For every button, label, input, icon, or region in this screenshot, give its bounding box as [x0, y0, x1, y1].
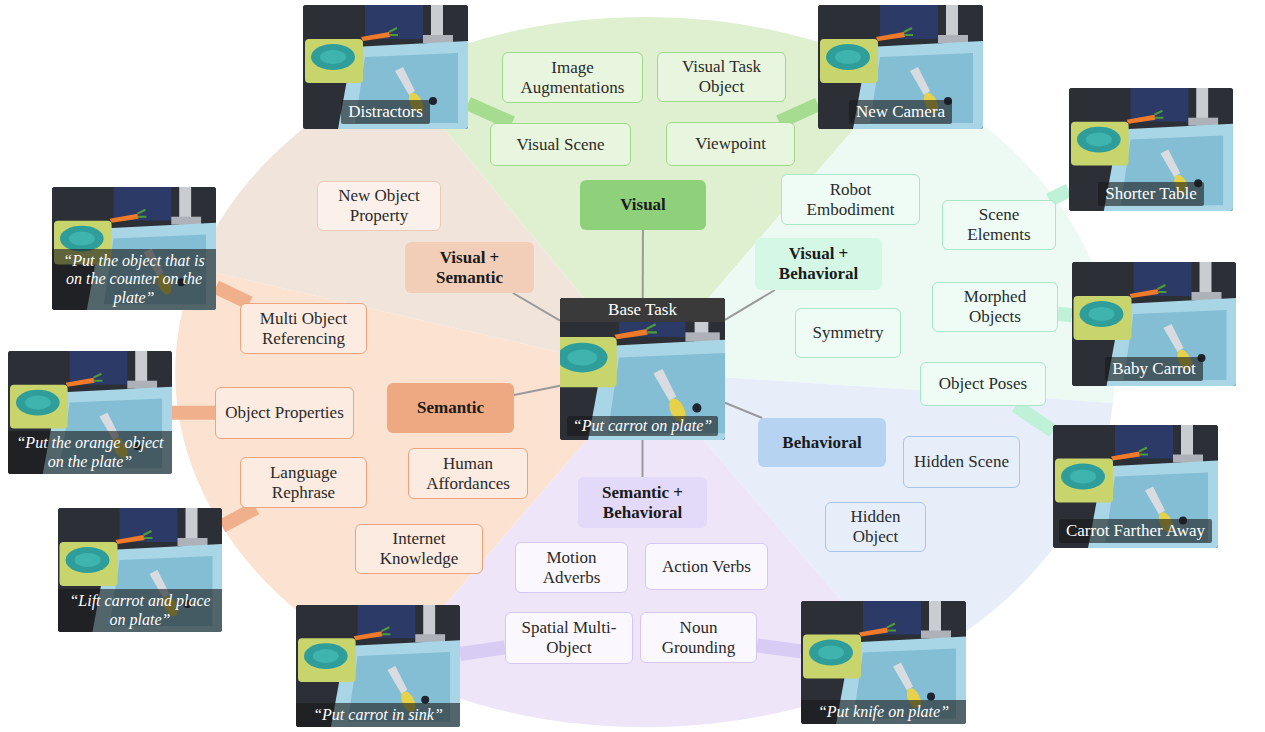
thumbnail-caption: “Lift carrot and place on plate” — [58, 589, 222, 632]
subcategory-label: Human Affordances — [417, 454, 519, 493]
example-link — [757, 645, 801, 651]
example-thumbnail: New Camera — [818, 5, 983, 129]
category-box: Visual + Behavioral — [755, 238, 882, 290]
example-thumbnail: Baby Carrot — [1072, 262, 1236, 386]
example-link — [1049, 190, 1069, 200]
subcategory-label: Symmetry — [813, 323, 884, 343]
subcategory-box: Noun Grounding — [640, 612, 757, 663]
thumbnail-caption: Carrot Farther Away — [1059, 519, 1212, 543]
thumbnail-caption: “Put knife on plate” — [801, 700, 966, 724]
subcategory-label: Hidden Scene — [914, 452, 1009, 472]
subcategory-label: Scene Elements — [951, 205, 1047, 244]
example-thumbnail: Distractors — [303, 5, 468, 129]
subcategory-label: Object Poses — [939, 374, 1027, 394]
category-label: Visual + Semantic — [413, 248, 526, 287]
thumbnail-caption: Baby Carrot — [1105, 357, 1203, 381]
category-label: Semantic + Behavioral — [586, 483, 699, 522]
panel-heading: Base Task — [560, 298, 725, 322]
example-thumbnail: “Put the orange object on the plate” — [8, 351, 172, 474]
subcategory-label: Image Augmentations — [511, 58, 634, 97]
subcategory-box: Visual Scene — [490, 123, 631, 166]
subcategory-box: Language Rephrase — [240, 457, 367, 508]
category-label: Semantic — [417, 398, 484, 418]
subcategory-box: Symmetry — [795, 308, 901, 358]
example-thumbnail: Shorter Table — [1069, 88, 1233, 211]
example-link — [1016, 406, 1053, 431]
subcategory-label: Noun Grounding — [649, 618, 748, 657]
subcategory-box: Human Affordances — [408, 448, 528, 499]
category-link — [642, 230, 644, 298]
example-link — [1058, 314, 1072, 315]
subcategory-box: Scene Elements — [942, 200, 1056, 250]
thumbnail-caption: New Camera — [849, 100, 952, 124]
base-task-panel: Base Task “Put carrot on plate” — [560, 298, 725, 440]
category-label: Behavioral — [782, 433, 861, 453]
subcategory-label: Object Properties — [225, 403, 344, 423]
subcategory-box: Viewpoint — [666, 122, 795, 166]
subcategory-label: Morphed Objects — [941, 287, 1049, 326]
subcategory-box: Robot Embodiment — [781, 174, 920, 225]
category-link — [725, 403, 762, 418]
subcategory-label: Action Verbs — [662, 557, 751, 577]
thumbnail-caption: “Put the orange object on the plate” — [8, 431, 172, 474]
subcategory-label: Motion Adverbs — [524, 548, 619, 587]
category-label: Visual + Behavioral — [763, 244, 874, 283]
thumbnail-caption: Shorter Table — [1098, 182, 1204, 206]
example-link — [468, 104, 512, 123]
category-box: Behavioral — [758, 418, 886, 467]
example-link — [222, 508, 256, 526]
subcategory-box: Visual Task Object — [657, 52, 786, 102]
category-link — [642, 440, 644, 477]
subcategory-box: Internet Knowledge — [355, 524, 483, 574]
subcategory-box: Object Properties — [215, 387, 354, 439]
thumbnail-caption: Distractors — [341, 100, 430, 124]
thumbnail-caption: “Put the object that is on the counter o… — [52, 249, 216, 310]
subcategory-box: Image Augmentations — [502, 52, 643, 103]
subcategory-label: Robot Embodiment — [790, 180, 911, 219]
thumbnail-caption: “Put carrot in sink” — [296, 703, 460, 727]
subcategory-label: Visual Scene — [516, 135, 604, 155]
example-link — [172, 406, 215, 420]
example-thumbnail: “Put carrot in sink” — [296, 605, 460, 727]
subcategory-label: Viewpoint — [695, 134, 766, 154]
category-label: Visual — [620, 195, 666, 215]
subcategory-label: Internet Knowledge — [364, 529, 474, 568]
category-link — [514, 386, 560, 395]
subcategory-box: Hidden Scene — [903, 436, 1020, 488]
subcategory-label: Language Rephrase — [249, 463, 358, 502]
subcategory-label: New Object Property — [326, 186, 432, 225]
subcategory-box: Morphed Objects — [932, 282, 1058, 332]
subcategory-box: Object Poses — [920, 362, 1046, 406]
category-link — [513, 293, 560, 321]
subcategory-label: Visual Task Object — [666, 57, 777, 96]
example-thumbnail: “Put knife on plate” — [801, 601, 966, 724]
category-box: Semantic — [387, 383, 514, 433]
subcategory-label: Spatial Multi-Object — [514, 618, 624, 657]
subcategory-label: Hidden Object — [834, 507, 917, 546]
subcategory-box: Action Verbs — [645, 543, 768, 590]
subcategory-box: Hidden Object — [825, 502, 926, 552]
category-box: Semantic + Behavioral — [578, 477, 707, 528]
example-thumbnail: “Lift carrot and place on plate” — [58, 508, 222, 632]
category-box: Visual + Semantic — [405, 242, 534, 293]
subcategory-label: Multi Object Referencing — [249, 309, 358, 348]
example-link — [779, 104, 818, 122]
instruction-caption: “Put carrot on plate” — [567, 416, 718, 436]
example-thumbnail: Carrot Farther Away — [1053, 425, 1218, 548]
example-link — [216, 287, 249, 303]
subcategory-box: Multi Object Referencing — [240, 303, 367, 354]
category-link — [725, 290, 775, 320]
category-box: Visual — [580, 180, 706, 230]
example-thumbnail: “Put the object that is on the counter o… — [52, 187, 216, 310]
example-link — [460, 647, 505, 654]
subcategory-box: Spatial Multi-Object — [505, 612, 633, 664]
subcategory-box: New Object Property — [317, 181, 441, 231]
subcategory-box: Motion Adverbs — [515, 542, 628, 593]
